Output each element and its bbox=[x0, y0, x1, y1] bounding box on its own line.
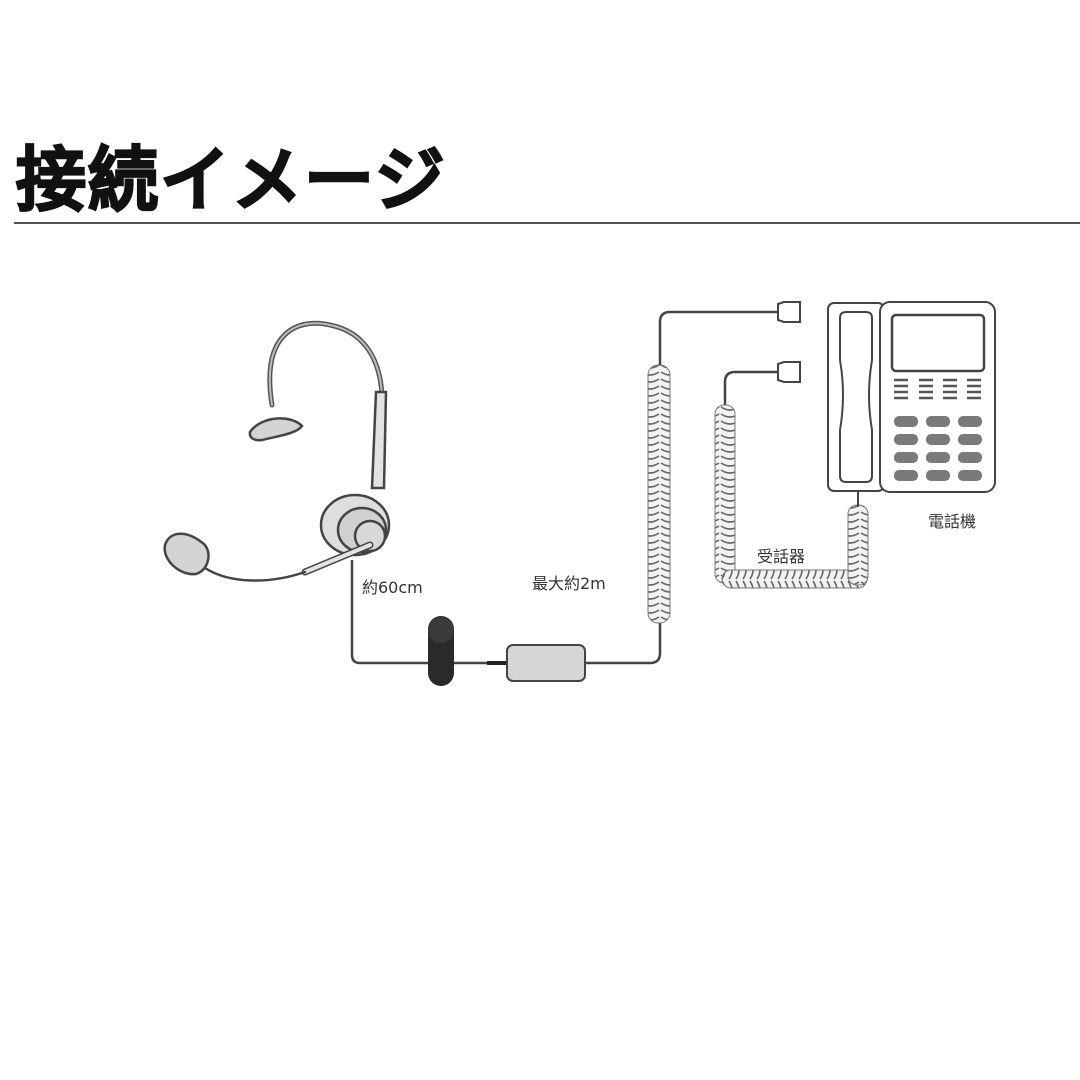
label-telephone: 電話機 bbox=[928, 512, 977, 531]
handset-coil-cable-v1 bbox=[714, 404, 736, 584]
page-title: 接続イメージ bbox=[15, 139, 447, 221]
headset-icon bbox=[163, 320, 391, 582]
handset-coil-cable-h bbox=[721, 569, 868, 589]
modular-plug-top-icon bbox=[777, 301, 801, 323]
headset-cable bbox=[350, 560, 500, 665]
label-headset-cable: 約60cm bbox=[362, 578, 423, 597]
title-divider bbox=[14, 222, 1080, 224]
label-coil-cable: 最大約2m bbox=[532, 574, 606, 593]
handset-coil-cable-v2 bbox=[847, 504, 869, 586]
desk-telephone-icon bbox=[827, 301, 996, 493]
coiled-cable-long bbox=[647, 364, 671, 624]
label-handset: 受話器 bbox=[757, 547, 806, 566]
amplifier-box-icon bbox=[506, 644, 586, 682]
inline-connector-icon bbox=[428, 616, 454, 686]
modular-plug-bottom-icon bbox=[777, 361, 801, 383]
